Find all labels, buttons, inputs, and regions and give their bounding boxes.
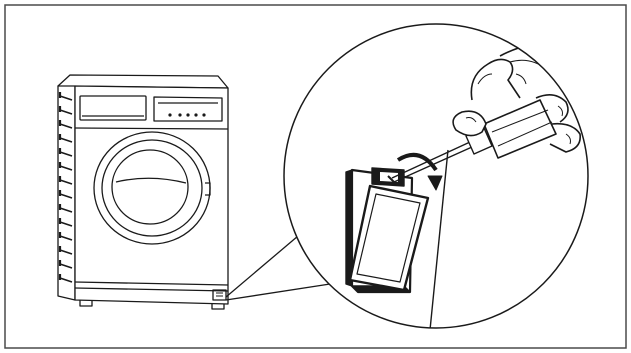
magnified-detail bbox=[284, 24, 604, 330]
washing-machine bbox=[58, 75, 228, 309]
